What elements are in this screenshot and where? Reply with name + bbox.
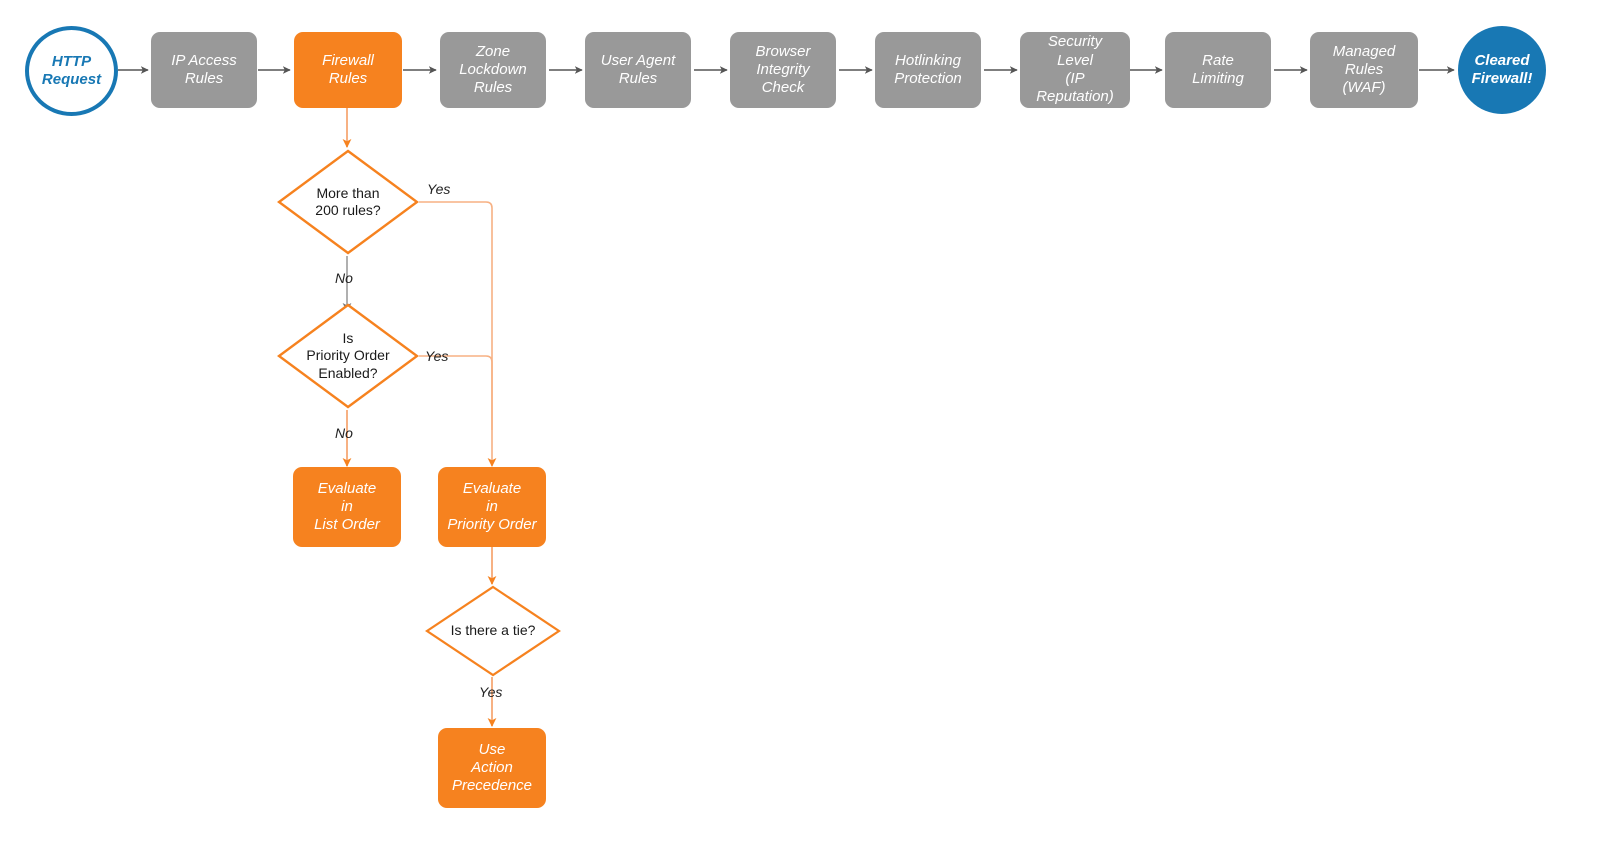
node-label: Cleared Firewall! <box>1471 51 1533 87</box>
node-label: IP Access Rules <box>171 51 237 87</box>
node-label: Security Level (IP Reputation) <box>1036 33 1114 106</box>
node-label: Rate Limiting <box>1192 51 1244 87</box>
node-decision-is-there-a-tie[interactable]: Is there a tie? <box>425 585 561 677</box>
edge-more-rules-yes <box>419 201 497 467</box>
node-managed-rules-waf[interactable]: Managed Rules (WAF) <box>1310 32 1418 108</box>
node-decision-priority-order-enabled[interactable]: Is Priority Order Enabled? <box>277 303 419 409</box>
node-rate-limiting[interactable]: Rate Limiting <box>1165 32 1271 108</box>
node-label: Evaluate in List Order <box>314 479 380 534</box>
decision-label: More than 200 rules? <box>315 184 381 219</box>
edge-label-more-rules-yes: Yes <box>427 181 451 197</box>
edge-label-priority-yes: Yes <box>425 348 449 364</box>
node-hotlinking-protection[interactable]: Hotlinking Protection <box>875 32 981 108</box>
edge-label-priority-no: No <box>335 425 353 441</box>
decision-label: Is Priority Order Enabled? <box>306 329 390 381</box>
node-cleared-firewall[interactable]: Cleared Firewall! <box>1458 26 1546 114</box>
node-zone-lockdown-rules[interactable]: Zone Lockdown Rules <box>440 32 546 108</box>
decision-label: Is there a tie? <box>450 622 536 639</box>
node-evaluate-in-priority-order[interactable]: Evaluate in Priority Order <box>438 467 546 547</box>
node-label: Evaluate in Priority Order <box>447 479 537 534</box>
node-label: Hotlinking Protection <box>894 51 962 87</box>
node-label: Managed Rules (WAF) <box>1332 42 1396 97</box>
node-ip-access-rules[interactable]: IP Access Rules <box>151 32 257 108</box>
node-http-request[interactable]: HTTP Request <box>25 26 118 116</box>
node-use-action-precedence[interactable]: Use Action Precedence <box>438 728 546 808</box>
edge-label-more-rules-no: No <box>335 270 353 286</box>
edge-label-tie-yes: Yes <box>479 684 503 700</box>
node-label: Use Action Precedence <box>451 740 533 795</box>
node-label: Browser Integrity Check <box>755 42 811 97</box>
node-label: Firewall Rules <box>322 51 374 87</box>
node-firewall-rules[interactable]: Firewall Rules <box>294 32 402 108</box>
diamond-shape <box>277 149 419 255</box>
node-label: Zone Lockdown Rules <box>459 42 527 97</box>
node-label: User Agent Rules <box>600 51 676 87</box>
diamond-shape <box>277 303 419 409</box>
node-browser-integrity-check[interactable]: Browser Integrity Check <box>730 32 836 108</box>
diamond-shape <box>425 585 561 677</box>
node-evaluate-in-list-order[interactable]: Evaluate in List Order <box>293 467 401 547</box>
node-user-agent-rules[interactable]: User Agent Rules <box>585 32 691 108</box>
node-label: HTTP Request <box>41 52 102 88</box>
edge-priority-yes <box>419 355 493 430</box>
node-security-level[interactable]: Security Level (IP Reputation) <box>1020 32 1130 108</box>
node-decision-more-than-200-rules[interactable]: More than 200 rules? <box>277 149 419 255</box>
